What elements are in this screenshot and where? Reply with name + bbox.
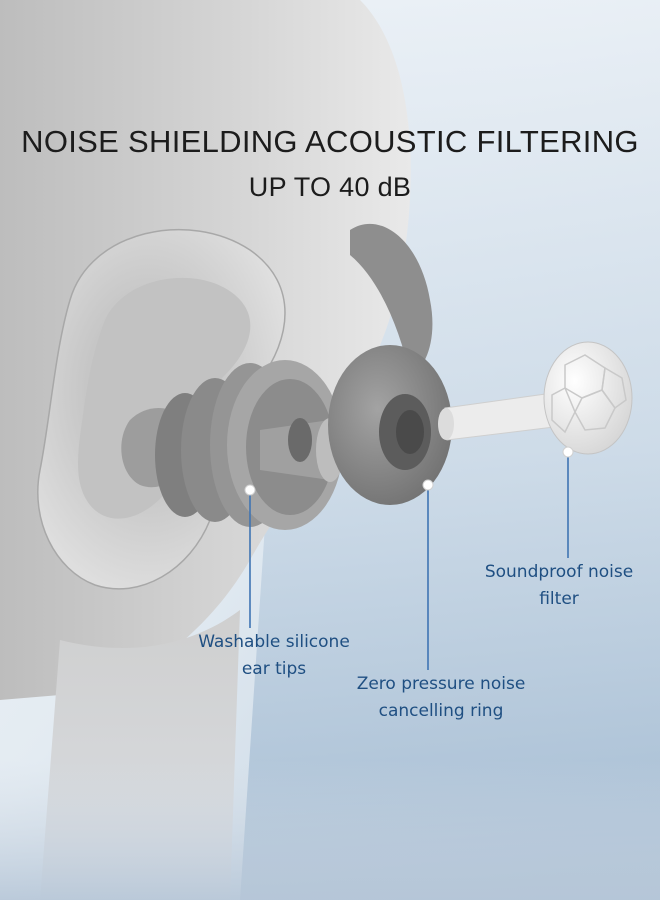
ear-tips — [155, 360, 344, 530]
callout-ear-tips: Washable silicone ear tips — [182, 629, 366, 683]
callout-noise-filter-line-2: filter — [539, 589, 579, 609]
pointer-dot-filter — [562, 446, 574, 458]
callout-noise-ring-line-2: cancelling ring — [378, 701, 504, 721]
pointer-dots — [244, 446, 574, 496]
filter-cap-pattern — [551, 354, 627, 434]
heading-line-2: UP TO 40 dB — [248, 172, 412, 202]
callout-noise-ring-line-1: Zero pressure noise — [356, 674, 526, 694]
bottom-fade — [0, 760, 660, 900]
callout-pointers — [249, 452, 569, 670]
earplug-fin — [350, 223, 433, 375]
heading-line-1: NOISE SHIELDING ACOUSTIC FILTERING — [21, 124, 639, 159]
callout-ear-tips-line-2: ear tips — [241, 659, 307, 679]
ear-tip-bore — [288, 418, 312, 462]
filter-stem-tip — [438, 408, 454, 440]
callout-noise-filter-line-1: Soundproof noise — [484, 562, 634, 582]
callout-ear-tips-line-1: Washable silicone — [198, 632, 350, 652]
ear-inner — [78, 277, 251, 519]
soundproof-filter-cap — [543, 341, 633, 455]
noise-cancelling-ring-hole-inner — [396, 410, 424, 454]
pointer-dot-tips — [244, 484, 256, 496]
pointer-dot-ring — [422, 479, 434, 491]
callout-noise-filter: Soundproof noise filter — [470, 559, 648, 613]
callout-noise-ring: Zero pressure noise cancelling ring — [338, 671, 544, 725]
